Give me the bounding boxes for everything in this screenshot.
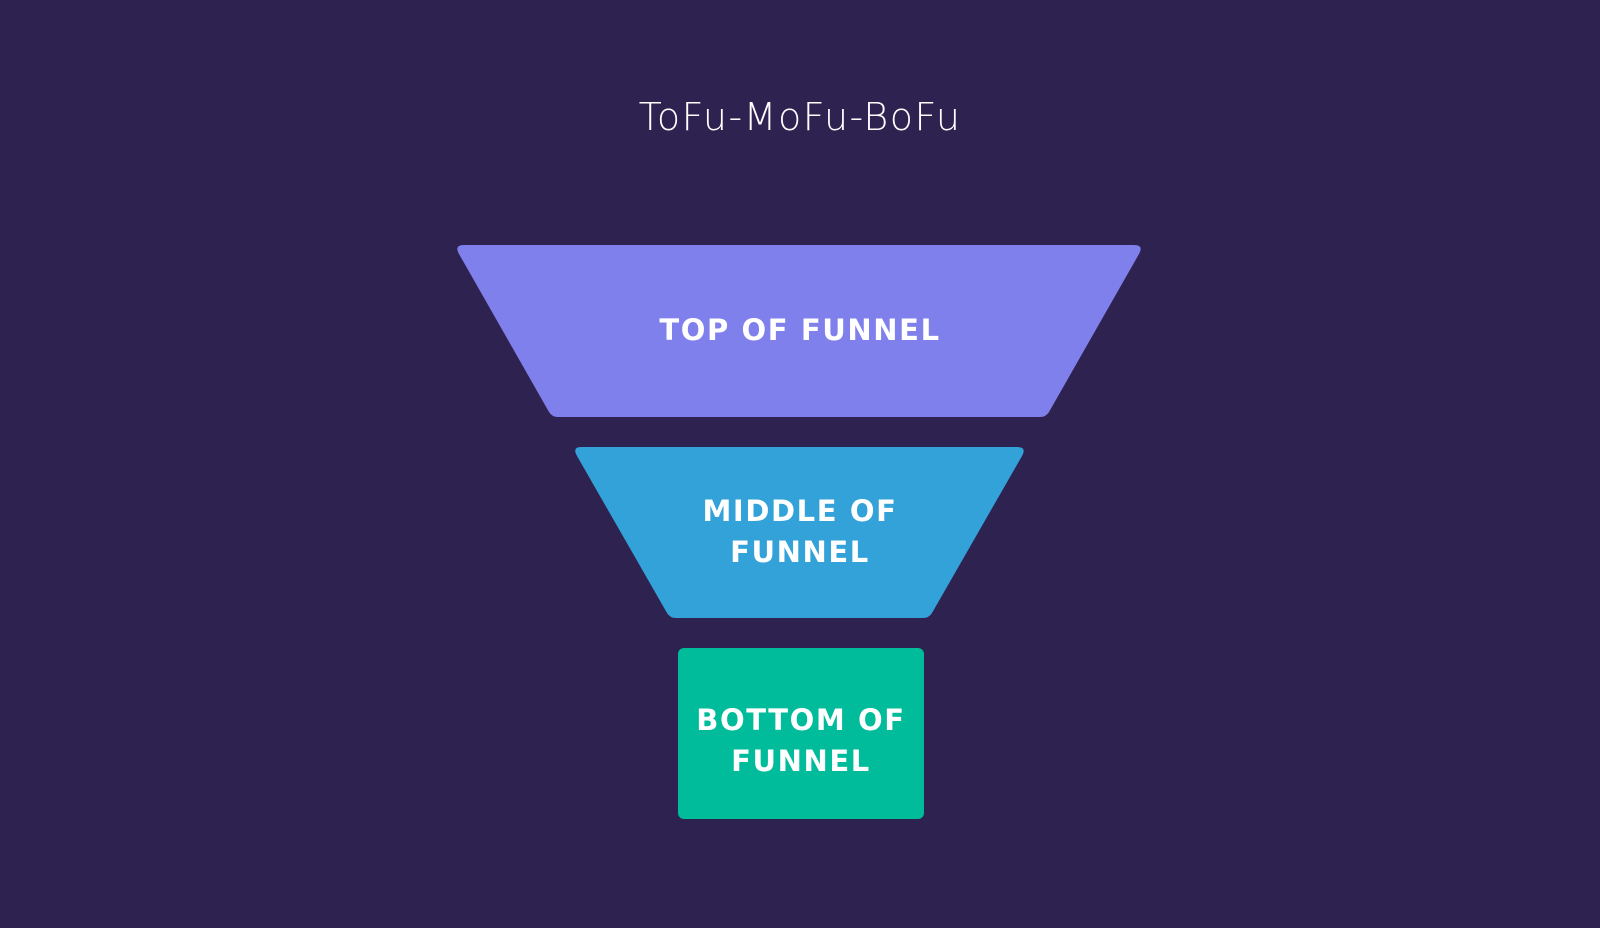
top-of-funnel-label: TOP OF FUNNEL <box>550 310 1050 351</box>
diagram-title: ToFu-MoFu-BoFu <box>638 95 962 139</box>
bottom-of-funnel-line-2: FUNNEL <box>731 744 871 778</box>
top-of-funnel-shape <box>457 245 1141 417</box>
middle-of-funnel-label: MIDDLE OF FUNNEL <box>650 491 950 573</box>
middle-of-funnel-line-1: MIDDLE OF <box>702 494 898 528</box>
bottom-of-funnel-line-1: BOTTOM OF <box>696 703 906 737</box>
bottom-of-funnel-shape <box>678 648 924 819</box>
bottom-of-funnel-label: BOTTOM OF FUNNEL <box>650 700 952 782</box>
top-of-funnel-text: TOP OF FUNNEL <box>659 313 941 347</box>
middle-of-funnel-line-2: FUNNEL <box>730 535 870 569</box>
middle-of-funnel-shape <box>575 447 1024 618</box>
